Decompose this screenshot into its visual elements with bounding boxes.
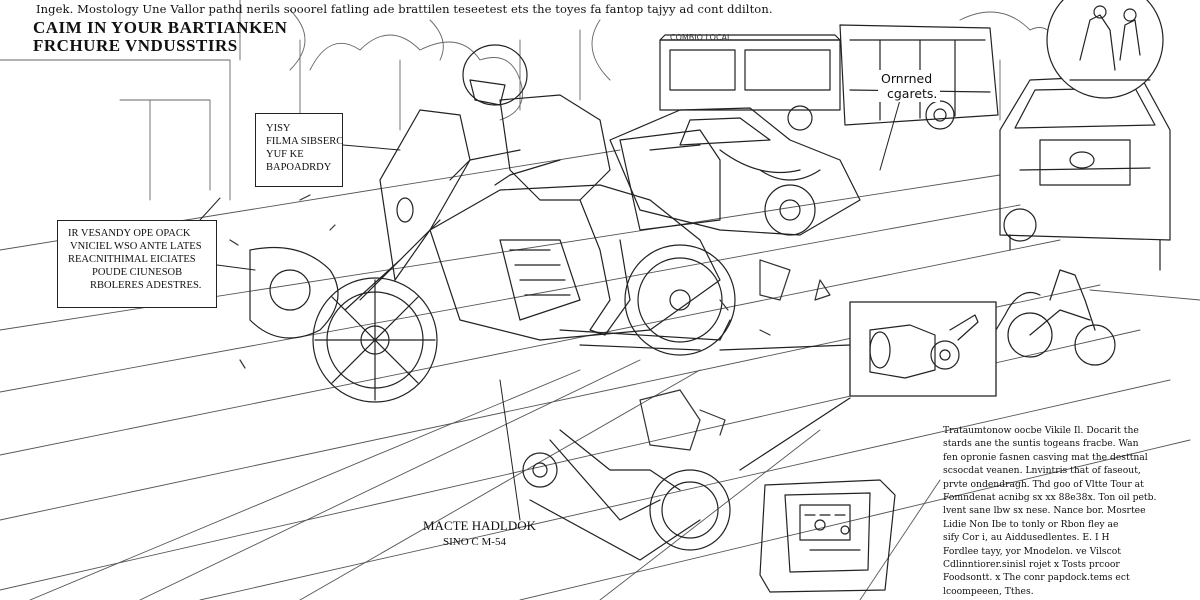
- callout-left-line: POUDE CIUNESOB: [92, 267, 183, 278]
- paragraph-line: Lidie Non Ibe to tonly or Rbon fley ae: [943, 518, 1119, 530]
- callout-top-line: YUF KE: [266, 149, 304, 160]
- battery-module-drawing: [759, 479, 896, 593]
- small-motorcycle-sketch: [989, 269, 1116, 366]
- debris-pieces: [204, 194, 831, 451]
- paragraph-line: scsocdat veanen. Lnvintris that of faseo…: [943, 465, 1141, 477]
- callout-top-line: FILMA SIBSERC: [266, 136, 344, 147]
- callout-left-line: RBOLERES ADESTRES.: [90, 280, 202, 291]
- paragraph-line: Trataumtonow oocbe Vikile Il. Docarit th…: [943, 425, 1139, 436]
- machine-label-code: SINO C M-54: [443, 536, 506, 548]
- callout-left-line: IR VESANDY OPE OPACK: [68, 228, 191, 239]
- paragraph-line: Foodsontt. x The conr papdock.tems ect: [943, 572, 1130, 584]
- circular-inset: [1046, 0, 1164, 99]
- car-drawing-right: [999, 74, 1171, 271]
- callout-box-left: IR VESANDY OPE OPACK VNICIEL WSO ANTE LA…: [57, 220, 217, 308]
- callout-box-top: YISY FILMA SIBSERC YUF KE BAPOADRDY: [255, 113, 343, 187]
- paragraph-line: stards ane the suntis togeans fracbe. Wa…: [943, 438, 1139, 450]
- bus-label-line: cgarets.: [887, 86, 938, 101]
- machine-label-title: MACTE HADLDOK: [423, 518, 537, 533]
- paragraph-line: lvent sane lbw sx nese. Nance bor. Mosrt…: [943, 505, 1146, 517]
- paragraph-line: fen opronie fasnen casving mat the destt…: [943, 451, 1148, 463]
- paragraph-line: Fordlee tayy, yor Mnodelon. ve Vilscot: [943, 545, 1121, 557]
- svg-text:COMBIO LOCAL: COMBIO LOCAL: [670, 33, 732, 42]
- bus-label: Ornrned cgarets.: [878, 70, 941, 102]
- page-title-line-1: CAIM IN YOUR BARTIANKEN: [33, 18, 288, 37]
- machine-label: MACTE HADLDOK SINO C M-54: [423, 518, 536, 550]
- callout-left-line: VNICIEL WSO ANTE LATES: [70, 241, 202, 252]
- paragraph-line: prvte ondendragh. Thd goo of Vltte Tour …: [943, 478, 1144, 490]
- bus-drawing: COMBIO LOCAL: [659, 24, 999, 131]
- callout-leader-lines: [199, 99, 901, 521]
- callout-top-line: BAPOADRDY: [266, 162, 332, 173]
- callout-top-line: YISY: [266, 123, 291, 134]
- detail-inset-box: [719, 301, 997, 471]
- scooter-drawing: [522, 429, 731, 561]
- bus-label-line: Ornrned: [881, 71, 933, 86]
- description-paragraph: Trataumtonow oocbe Vikile Il. Docarit th…: [943, 424, 1159, 598]
- caption-text: Ingek. Mostology Une Vallor pathd nerils…: [36, 2, 773, 16]
- background-trees: [0, 0, 1061, 201]
- paragraph-line: Cdlinntiorer.sinisl rojet x Tosts prcoor: [943, 559, 1120, 571]
- motorcycle-drawing: [249, 44, 736, 403]
- paragraph-line: lcoompeeen, Tthes.: [943, 585, 1034, 597]
- road-lines: [0, 149, 1200, 600]
- crashed-car-drawing: [609, 107, 861, 236]
- callout-left-line: REACNITHIMAL EICIATES: [68, 254, 196, 265]
- paragraph-line: sify Cor i, au Aiddusedlentes. E. I H: [943, 532, 1110, 544]
- paragraph-line: Fomndenat acnibg sx xx 88e38x. Ton oil p…: [943, 492, 1157, 504]
- page-title-line-2: FRCHURE VNDUSSTIRS: [33, 36, 238, 55]
